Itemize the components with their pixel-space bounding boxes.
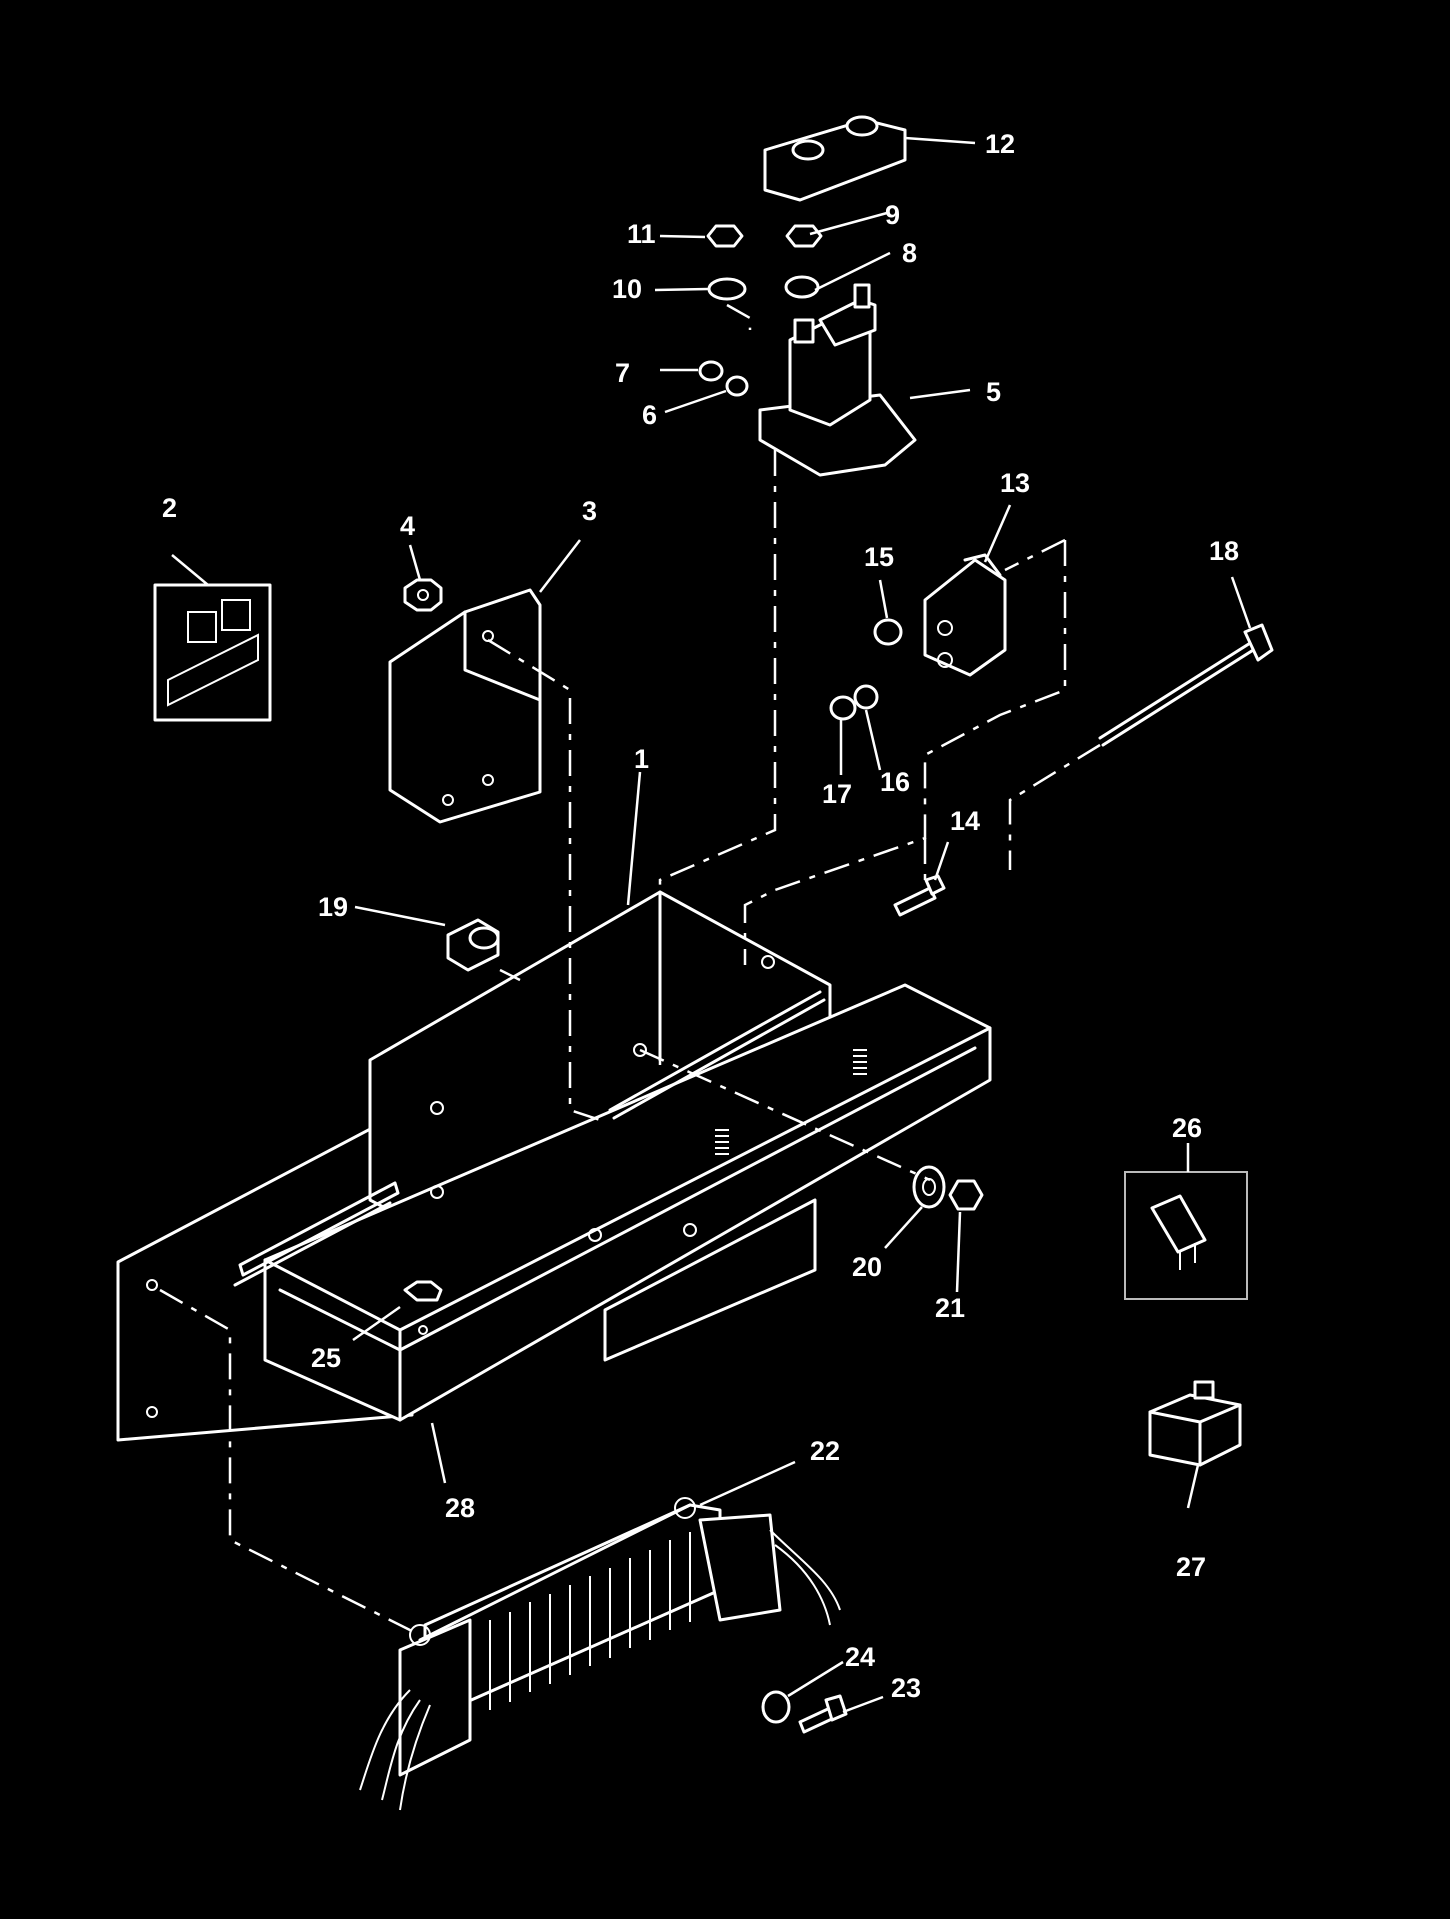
part-27-relay [1148, 1380, 1242, 1467]
callout-9: 9 [885, 200, 900, 230]
callout-24: 24 [845, 1642, 875, 1672]
part-14-screw [893, 874, 946, 917]
part-11-nut [706, 224, 744, 248]
callout-8: 8 [902, 238, 917, 268]
callout-3: 3 [582, 496, 597, 526]
callout-13: 13 [1000, 468, 1030, 498]
part-25-nut [403, 1280, 443, 1335]
part-3-cover [388, 588, 542, 824]
callout-17: 17 [822, 779, 852, 809]
part-15-nut [873, 618, 903, 646]
assembly-center-lines [159, 303, 1101, 1637]
callout-1: 1 [634, 744, 649, 774]
callout-22: 22 [810, 1436, 840, 1466]
part-28-mounting-tray [116, 890, 992, 1442]
callout-20: 20 [852, 1252, 882, 1282]
part-6-washer [725, 375, 749, 397]
part-17-nut [829, 695, 857, 721]
callout-16: 16 [880, 767, 910, 797]
callout-leader-lines [171, 136, 1252, 1714]
callout-25: 25 [311, 1343, 341, 1373]
part-19-spacer [446, 918, 500, 972]
callout-7: 7 [615, 358, 630, 388]
callout-10: 10 [612, 274, 642, 304]
callout-18: 18 [1209, 536, 1239, 566]
callout-5: 5 [986, 377, 1001, 407]
part-5-solenoid [758, 283, 917, 477]
callout-14: 14 [950, 806, 980, 836]
part-22-controller [359, 1497, 841, 1811]
part-4-nut [403, 578, 443, 612]
part-20-washer [912, 1165, 946, 1209]
callout-4: 4 [400, 511, 415, 541]
callout-19: 19 [318, 892, 348, 922]
part-24-washer [761, 1690, 791, 1724]
callout-2: 2 [162, 493, 177, 523]
part-12-bracket [763, 115, 907, 202]
part-9-nut [785, 224, 823, 248]
part-8-washer [784, 275, 820, 299]
callout-27: 27 [1176, 1552, 1206, 1582]
callout-21: 21 [935, 1293, 965, 1323]
callout-28: 28 [445, 1493, 475, 1523]
part-7-nut [698, 360, 724, 382]
part-26-fuse [1124, 1171, 1248, 1300]
callout-6: 6 [642, 400, 657, 430]
part-13-relay [923, 553, 1007, 677]
part-21-nut [948, 1179, 984, 1211]
part-23-bolt [798, 1694, 848, 1734]
callout-12: 12 [985, 129, 1015, 159]
callout-15: 15 [864, 542, 894, 572]
callout-23: 23 [891, 1673, 921, 1703]
callout-labels: 1 2 3 4 5 6 7 8 9 10 11 12 13 14 15 16 1… [162, 129, 1239, 1703]
part-10-washer [707, 277, 747, 301]
part-18-bolt [1098, 623, 1274, 747]
part-16-washer [853, 684, 879, 710]
callout-26: 26 [1172, 1113, 1202, 1143]
part-2-decal [153, 583, 272, 722]
callout-11: 11 [627, 219, 656, 249]
